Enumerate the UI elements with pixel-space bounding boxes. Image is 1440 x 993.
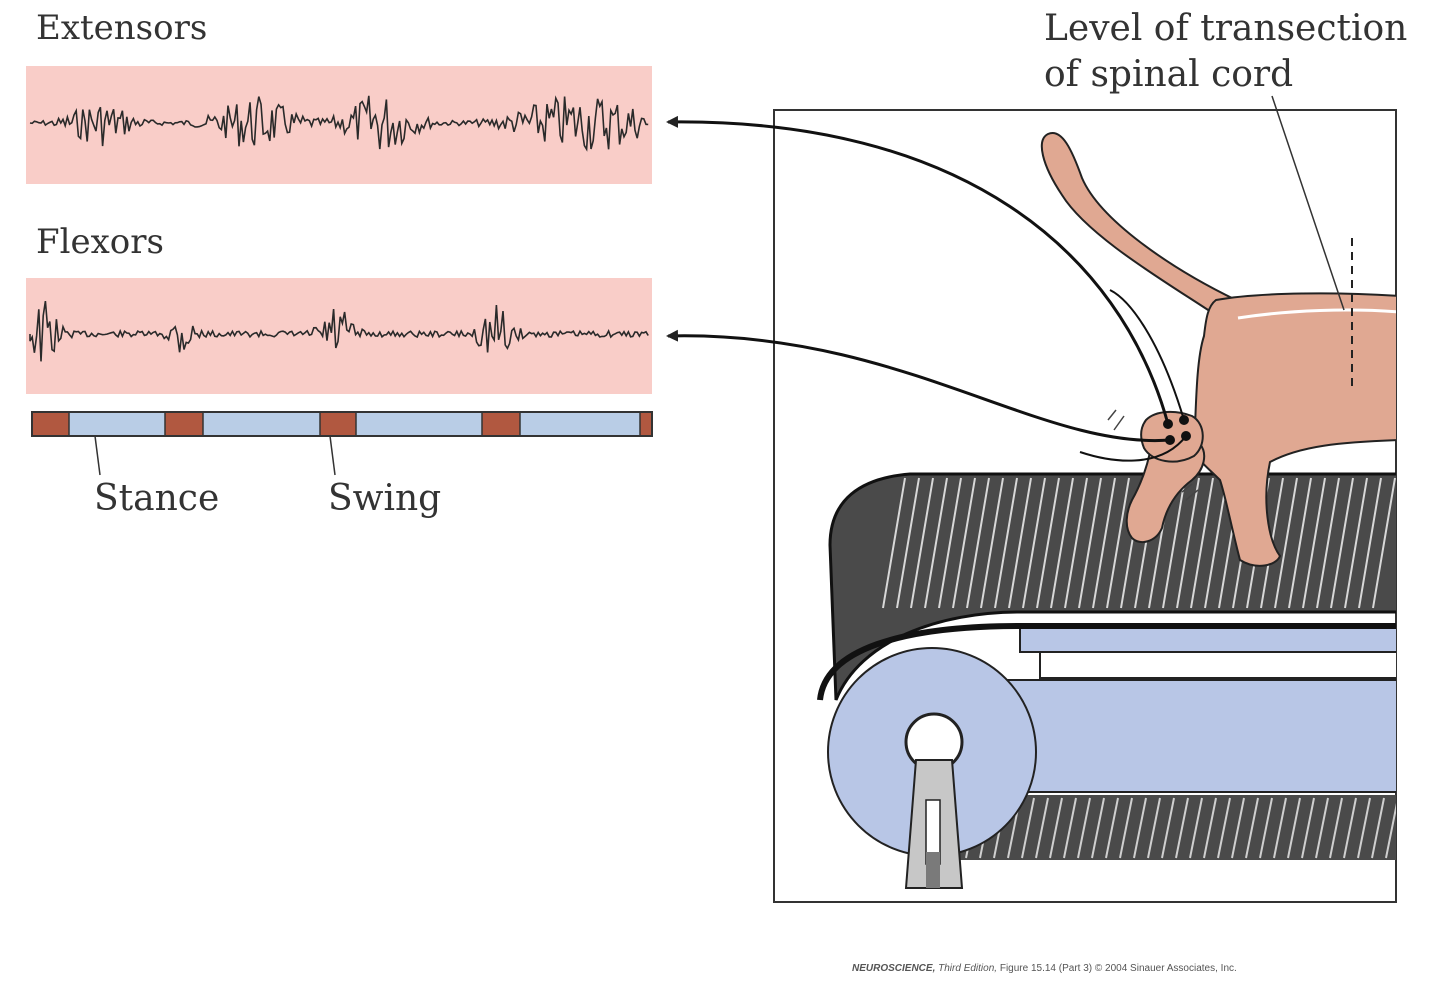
flexor-wire-2	[1079, 435, 1187, 462]
extensor-recording-arrow	[666, 115, 1170, 425]
extensors-emg-trace	[29, 95, 649, 152]
belt-lower	[935, 795, 1396, 860]
cat	[1040, 132, 1396, 567]
credit-edition: Third Edition,	[938, 963, 998, 974]
cat-body	[1192, 292, 1396, 567]
transection-leader-line	[1271, 95, 1345, 311]
treadmill-side-rail	[1019, 627, 1396, 653]
step-cycle-bar	[31, 411, 653, 476]
swing-phase-4	[482, 413, 520, 435]
swing-phase-3	[320, 413, 356, 435]
belt-upper-stripes	[882, 477, 1396, 609]
swing-phase-2	[165, 413, 203, 435]
extensor-wire-2	[1109, 289, 1185, 421]
transection-label-line2: of spinal cord	[1044, 54, 1294, 95]
flexors-emg-trace	[29, 300, 649, 362]
figure-credit: NEUROSCIENCE, Third Edition, Figure 15.1…	[852, 963, 1237, 974]
credit-copyright: © 2004 Sinauer Associates, Inc.	[1094, 963, 1237, 974]
belt-edge-curve	[817, 623, 1396, 701]
flexors-label: Flexors	[36, 222, 164, 262]
cat-tail	[1040, 132, 1238, 324]
stance-label: Stance	[94, 478, 220, 519]
stand-base	[926, 852, 940, 888]
transection-label-line1: Level of transection	[1044, 8, 1408, 49]
stance-leader-line	[94, 435, 101, 476]
treadmill	[817, 132, 1396, 889]
swing-label: Swing	[328, 478, 442, 519]
treadmill-gap	[1039, 651, 1396, 679]
swing-leader-line	[329, 435, 336, 476]
motion-marks	[1107, 409, 1199, 501]
credit-book: NEUROSCIENCE,	[852, 963, 936, 974]
flexor-recording-arrow	[666, 329, 1171, 443]
swing-phase-5	[640, 413, 651, 435]
credit-figure: Figure 15.14 (Part 3)	[999, 963, 1093, 974]
swing-phase-1	[33, 413, 69, 435]
extensors-label: Extensors	[36, 8, 208, 48]
cat-spine-line	[1237, 308, 1396, 320]
